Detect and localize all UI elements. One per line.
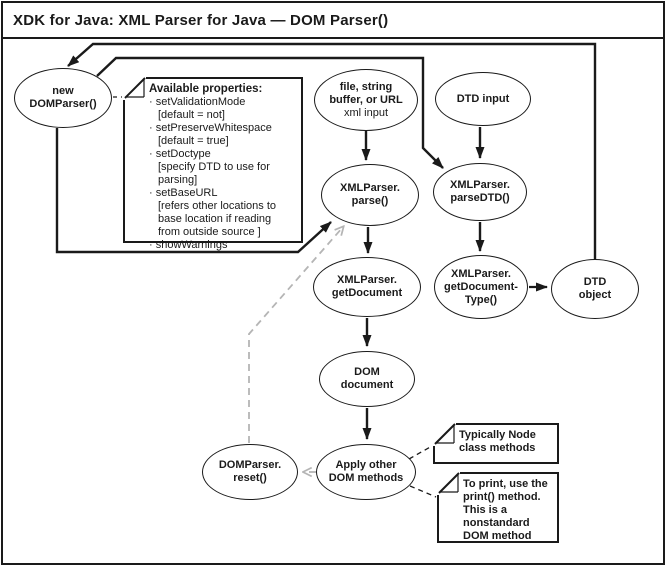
node-new-domparser: new DOMParser() bbox=[14, 68, 112, 128]
node-label: xml input bbox=[343, 106, 389, 119]
node-label: Type() bbox=[464, 293, 498, 306]
node-apply-dom-methods: Apply other DOM methods bbox=[316, 444, 416, 500]
property-item-detail: parsing] bbox=[158, 174, 198, 186]
property-item-detail: [default = not] bbox=[158, 109, 225, 121]
connector-new-domparser-to-parsedtd bbox=[96, 56, 444, 169]
node-xml-input: file, string buffer, or URL xml input bbox=[314, 69, 418, 131]
node-label: new bbox=[52, 85, 74, 97]
property-item-detail: [default = true] bbox=[158, 135, 229, 147]
note-line: This is a bbox=[463, 504, 508, 516]
node-label: DOMParser. bbox=[218, 459, 282, 471]
node-xmlparser-parse: XMLParser. parse() bbox=[321, 164, 419, 226]
note-node-class-methods: Typically Node class methods bbox=[433, 423, 559, 464]
node-label: buffer, or URL bbox=[329, 93, 403, 106]
note-line: DOM method bbox=[463, 530, 532, 542]
node-dtd-input: DTD input bbox=[435, 72, 531, 126]
note-fold-icon bbox=[433, 423, 456, 446]
note-available-properties: Available properties: · setValidationMod… bbox=[123, 77, 303, 251]
node-label: file, string bbox=[339, 80, 393, 93]
note-line: print() method. bbox=[463, 491, 541, 503]
node-xmlparser-getdocument: XMLParser. getDocument bbox=[313, 257, 421, 317]
note-line: Typically Node bbox=[459, 429, 536, 441]
property-item-detail: from outside source ] bbox=[158, 226, 261, 238]
node-xmlparser-getdocumenttype: XMLParser. getDocument- Type() bbox=[434, 255, 528, 319]
note-print-method: To print, use the print() method. This i… bbox=[437, 472, 559, 543]
node-label: Apply other bbox=[335, 459, 397, 471]
property-item: · setDoctype bbox=[149, 148, 211, 160]
property-item-detail: [refers other locations to bbox=[158, 200, 277, 212]
node-xmlparser-parsedtd: XMLParser. parseDTD() bbox=[433, 163, 527, 221]
node-label: DTD input bbox=[456, 92, 510, 105]
property-item: · showWarnings bbox=[149, 239, 228, 251]
property-item: · setBaseURL bbox=[149, 187, 218, 199]
node-label: DOM bbox=[354, 366, 380, 378]
note-line: class methods bbox=[459, 442, 536, 454]
connector-dtd-object-to-new-domparser bbox=[67, 42, 597, 259]
diagram-title: XDK for Java: XML Parser for Java — DOM … bbox=[13, 12, 389, 29]
node-label: DTD bbox=[583, 276, 607, 288]
node-label: parseDTD() bbox=[450, 192, 510, 204]
node-label: reset() bbox=[233, 472, 267, 484]
property-item-detail: [specify DTD to use for bbox=[158, 161, 270, 173]
node-label: getDocument- bbox=[444, 280, 518, 293]
note-line: To print, use the bbox=[463, 478, 548, 490]
note-line: nonstandard bbox=[463, 517, 530, 529]
note-title: Available properties: bbox=[149, 83, 263, 95]
node-label: document bbox=[340, 379, 394, 391]
node-label: XMLParser. bbox=[337, 274, 397, 286]
node-label: XMLParser. bbox=[450, 179, 510, 191]
node-domparser-reset: DOMParser. reset() bbox=[202, 444, 298, 500]
connector-new-domparser-to-parse bbox=[55, 128, 332, 254]
property-item: · setValidationMode bbox=[149, 96, 246, 108]
node-label: XMLParser. bbox=[340, 182, 400, 194]
node-label: DOMParser() bbox=[29, 98, 97, 110]
property-item-detail: base location if reading bbox=[158, 213, 272, 225]
node-label: DOM methods bbox=[328, 472, 404, 484]
property-item: · setPreserveWhitespace bbox=[149, 122, 272, 134]
connector-reset-to-parse-dashed bbox=[248, 227, 343, 443]
node-dom-document: DOM document bbox=[319, 351, 415, 407]
node-label: getDocument bbox=[331, 287, 403, 299]
note-fold-icon bbox=[123, 77, 146, 100]
connector-apply-to-node-methods-note bbox=[408, 445, 433, 460]
node-label: object bbox=[578, 289, 612, 301]
node-dtd-object: DTD object bbox=[551, 259, 639, 319]
node-label: parse() bbox=[351, 195, 389, 207]
note-fold-icon bbox=[437, 472, 460, 495]
connector-apply-to-print-note bbox=[409, 485, 437, 498]
node-label: XMLParser. bbox=[451, 267, 511, 280]
